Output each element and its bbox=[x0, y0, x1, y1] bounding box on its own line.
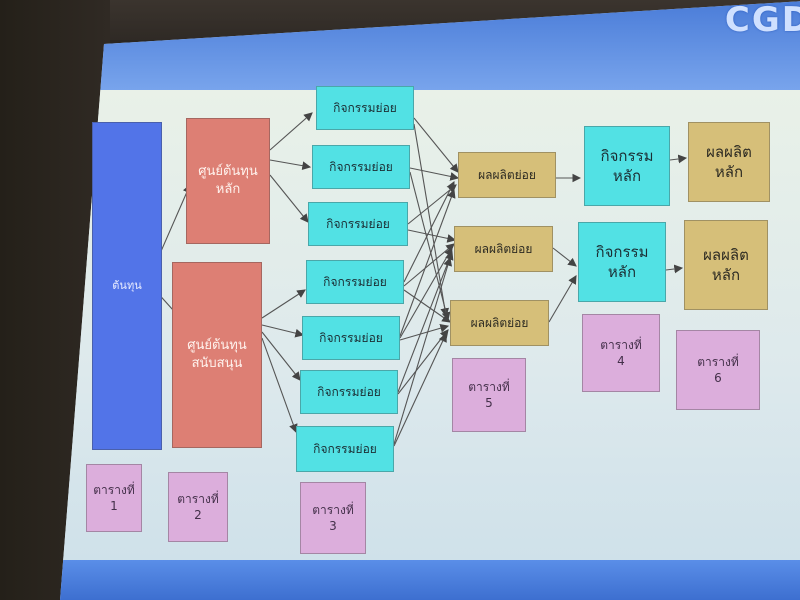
table-ref-4: ตารางที่ 4 bbox=[582, 314, 660, 392]
cost-label: ต้นทุน bbox=[112, 278, 142, 292]
support-cost-center-label: ศูนย์ต้นทุน สนับสนุน bbox=[187, 338, 247, 371]
sub-activity-label: กิจกรรมย่อย bbox=[333, 100, 397, 115]
table-ref-label: ตารางที่ bbox=[93, 482, 135, 497]
table-ref-number: 5 bbox=[485, 396, 493, 410]
sub-activity-label: กิจกรรมย่อย bbox=[319, 330, 383, 345]
sub-activity-box: กิจกรรมย่อย bbox=[296, 426, 394, 472]
sub-activity-box: กิจกรรมย่อย bbox=[316, 86, 414, 130]
main-activity-box: กิจกรรม หลัก bbox=[584, 126, 670, 206]
main-output-box: ผลผลิต หลัก bbox=[688, 122, 770, 202]
table-ref-3: ตารางที่ 3 bbox=[300, 482, 366, 554]
slide-logo: CGD bbox=[724, 0, 800, 40]
sub-activity-box: กิจกรรมย่อย bbox=[306, 260, 404, 304]
table-ref-1: ตารางที่ 1 bbox=[86, 464, 142, 532]
table-ref-number: 6 bbox=[714, 371, 722, 385]
main-activity-label: กิจกรรม หลัก bbox=[600, 146, 654, 185]
sub-activity-label: กิจกรรมย่อย bbox=[329, 159, 393, 174]
sub-output-box: ผลผลิตย่อย bbox=[450, 300, 549, 346]
sub-activity-label: กิจกรรมย่อย bbox=[323, 274, 387, 289]
sub-output-label: ผลผลิตย่อย bbox=[474, 241, 533, 256]
main-activity-label: กิจกรรม หลัก bbox=[595, 242, 649, 281]
sub-activity-box: กิจกรรมย่อย bbox=[308, 202, 408, 246]
sub-activity-box: กิจกรรมย่อย bbox=[312, 145, 410, 189]
table-ref-label: ตารางที่ bbox=[697, 354, 739, 369]
table-ref-5: ตารางที่ 5 bbox=[452, 358, 526, 432]
sub-activity-label: กิจกรรมย่อย bbox=[317, 384, 381, 399]
table-ref-number: 3 bbox=[329, 519, 337, 533]
main-output-label: ผลผลิต หลัก bbox=[706, 142, 752, 181]
main-output-label: ผลผลิต หลัก bbox=[703, 245, 749, 284]
sub-activity-label: กิจกรรมย่อย bbox=[326, 216, 390, 231]
support-cost-center-box: ศูนย์ต้นทุน สนับสนุน bbox=[172, 262, 262, 448]
sub-output-box: ผลผลิตย่อย bbox=[454, 226, 553, 272]
table-ref-2: ตารางที่ 2 bbox=[168, 472, 228, 542]
table-ref-number: 4 bbox=[617, 354, 625, 368]
main-activity-box: กิจกรรม หลัก bbox=[578, 222, 666, 302]
sub-activity-box: กิจกรรมย่อย bbox=[302, 316, 400, 360]
sub-output-label: ผลผลิตย่อย bbox=[478, 167, 536, 182]
table-ref-label: ตารางที่ bbox=[177, 491, 219, 506]
main-cost-center-label: ศูนย์ต้นทุน หลัก bbox=[198, 164, 258, 197]
main-cost-center-box: ศูนย์ต้นทุน หลัก bbox=[186, 118, 270, 244]
cost-box: ต้นทุน bbox=[92, 122, 162, 450]
sub-activity-box: กิจกรรมย่อย bbox=[300, 370, 398, 414]
sub-activity-label: กิจกรรมย่อย bbox=[313, 441, 377, 456]
sub-output-label: ผลผลิตย่อย bbox=[470, 315, 529, 330]
main-output-box: ผลผลิต หลัก bbox=[684, 220, 768, 310]
table-ref-number: 1 bbox=[110, 499, 118, 513]
table-ref-6: ตารางที่ 6 bbox=[676, 330, 760, 410]
table-ref-label: ตารางที่ bbox=[468, 379, 510, 394]
table-ref-label: ตารางที่ bbox=[312, 502, 354, 517]
slide-footer-band bbox=[60, 560, 800, 600]
table-ref-number: 2 bbox=[194, 508, 202, 522]
table-ref-label: ตารางที่ bbox=[600, 337, 642, 352]
sub-output-box: ผลผลิตย่อย bbox=[458, 152, 556, 198]
